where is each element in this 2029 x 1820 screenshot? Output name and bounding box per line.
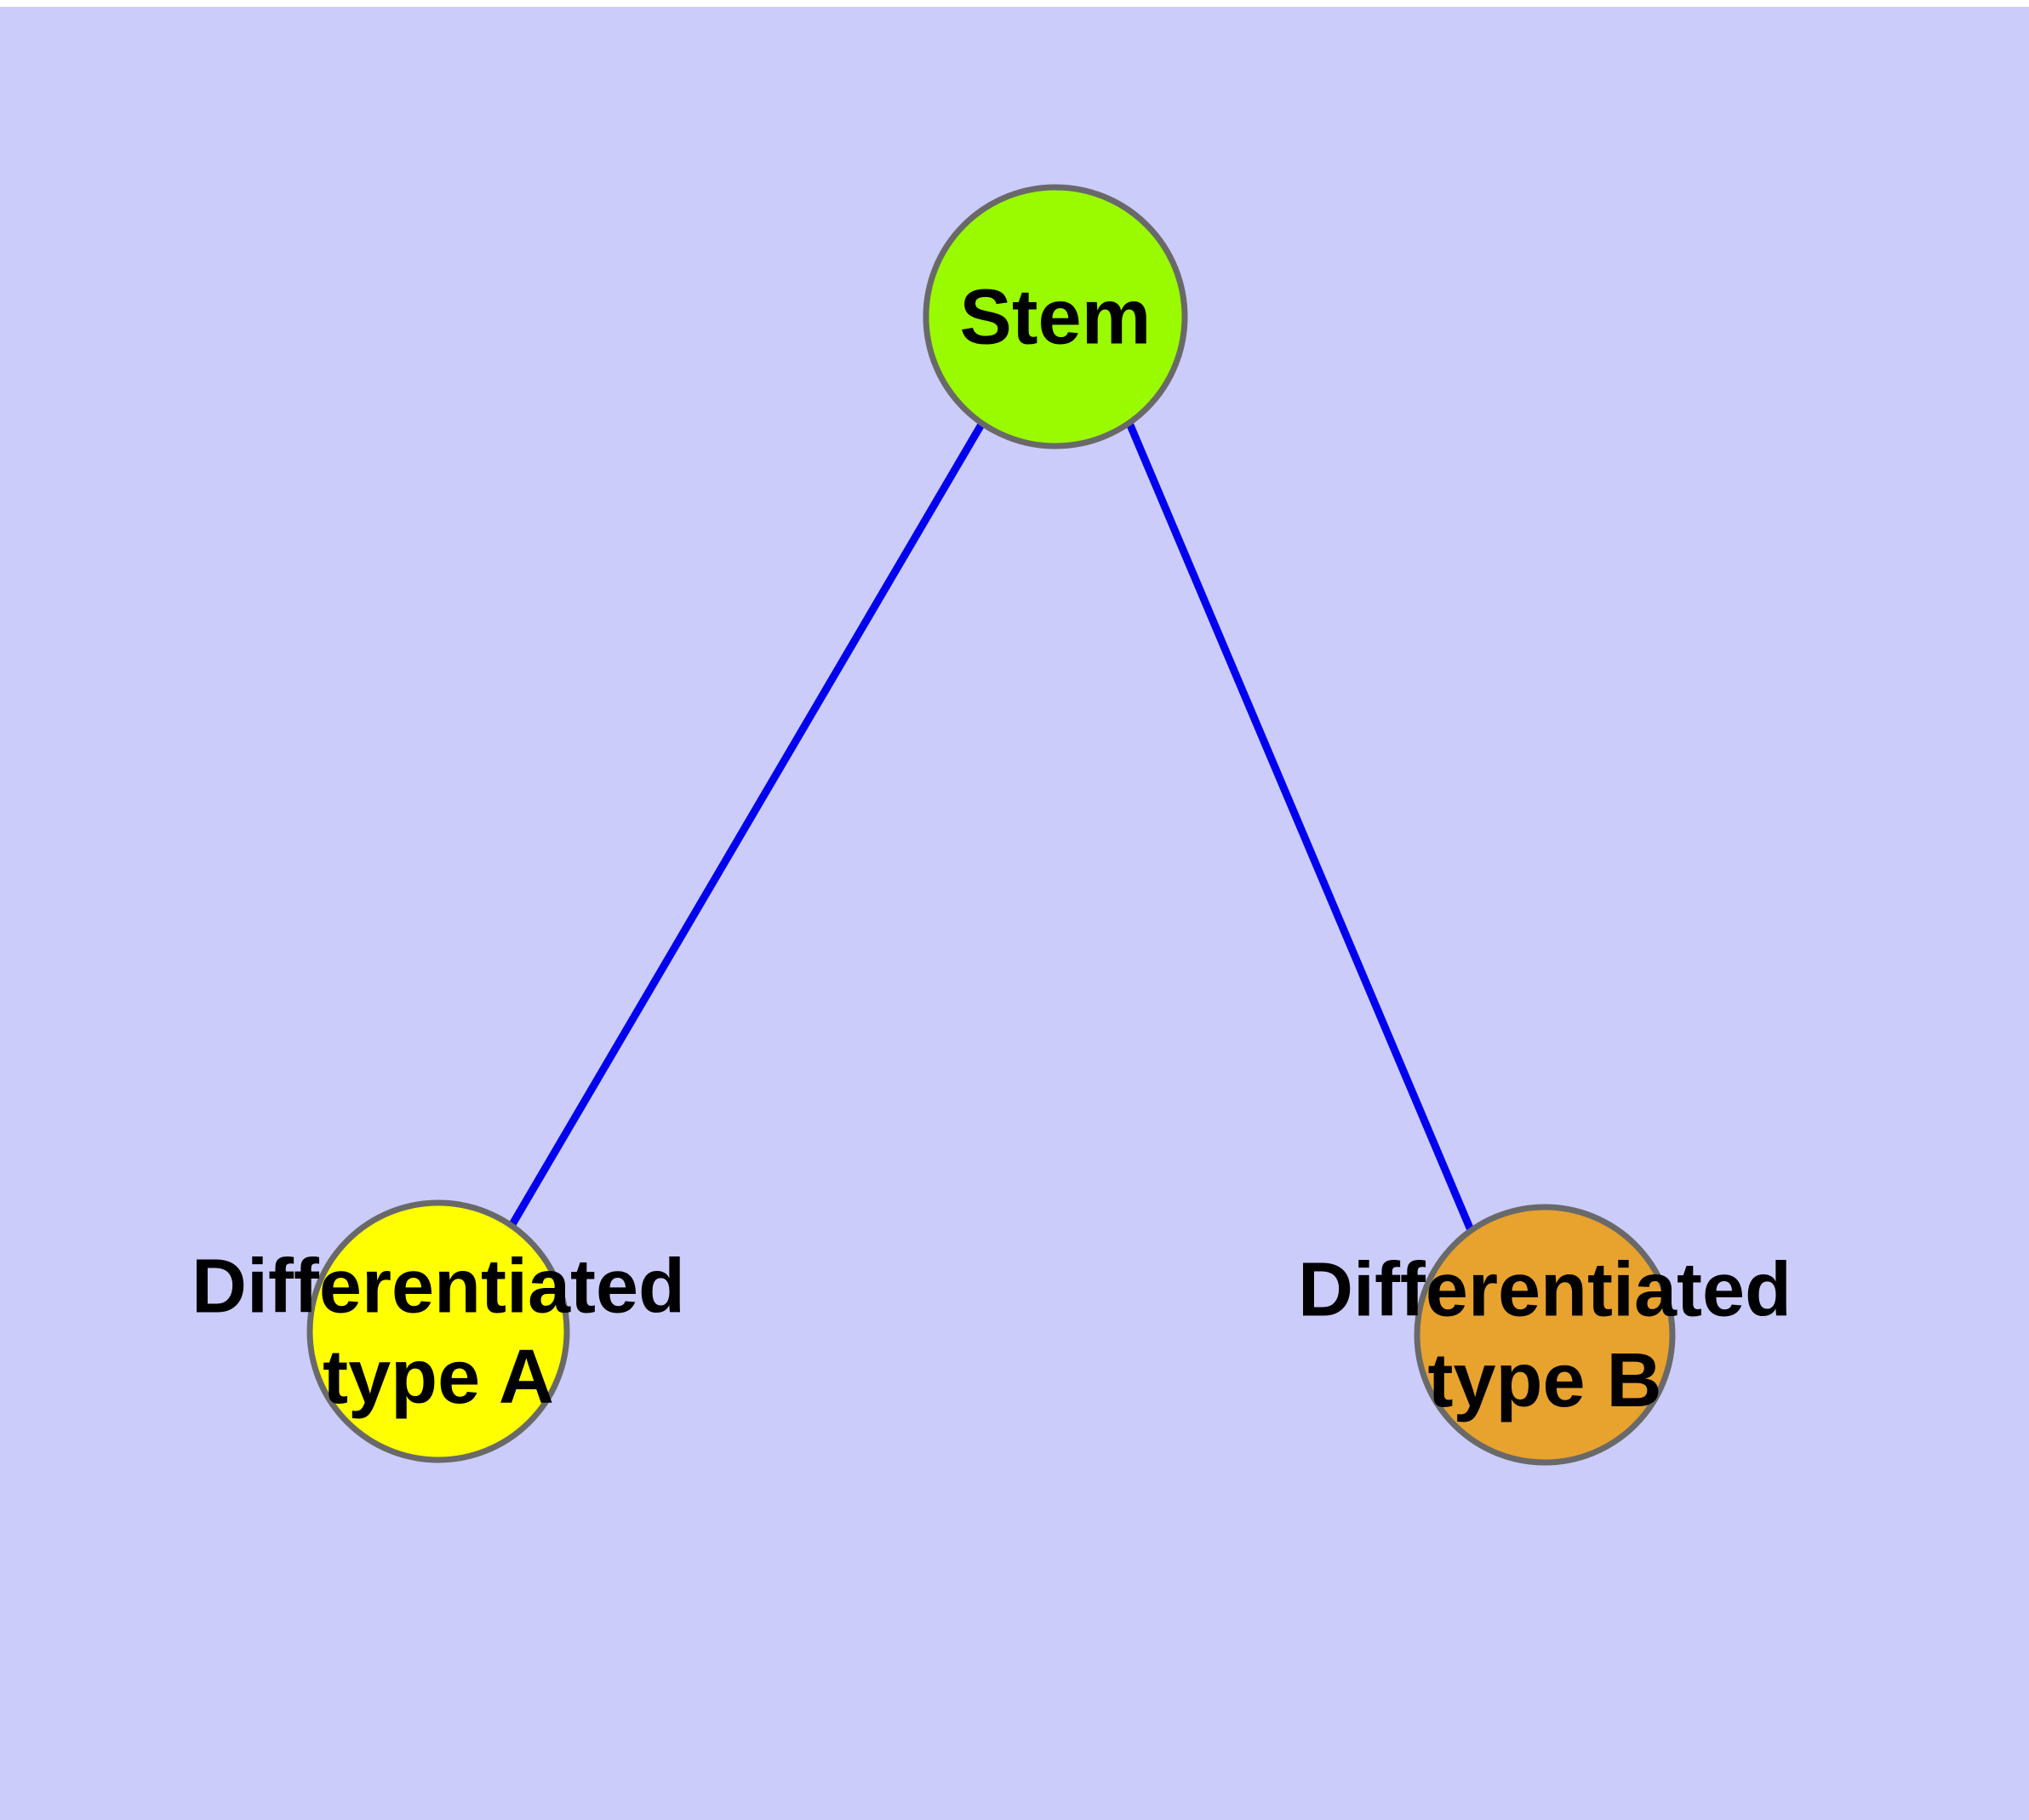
node-label-line: Differentiated: [191, 1245, 685, 1330]
node-label-line: type B: [1427, 1338, 1661, 1423]
edges-layer: [508, 421, 1475, 1232]
node-label-line: type A: [323, 1335, 554, 1420]
edge-stem-to-diff-a: [508, 421, 986, 1228]
node-label-line: Differentiated: [1298, 1248, 1792, 1333]
node-label-line: Stem: [960, 273, 1152, 360]
edge-stem-to-diff-b: [1125, 421, 1475, 1232]
node-diff-a[interactable]: [306, 1199, 570, 1463]
node-label-stem: Stem: [960, 273, 1152, 360]
node-diff-b[interactable]: [1414, 1204, 1676, 1466]
nodes-layer: [306, 184, 1676, 1466]
node-stem[interactable]: [923, 184, 1188, 449]
